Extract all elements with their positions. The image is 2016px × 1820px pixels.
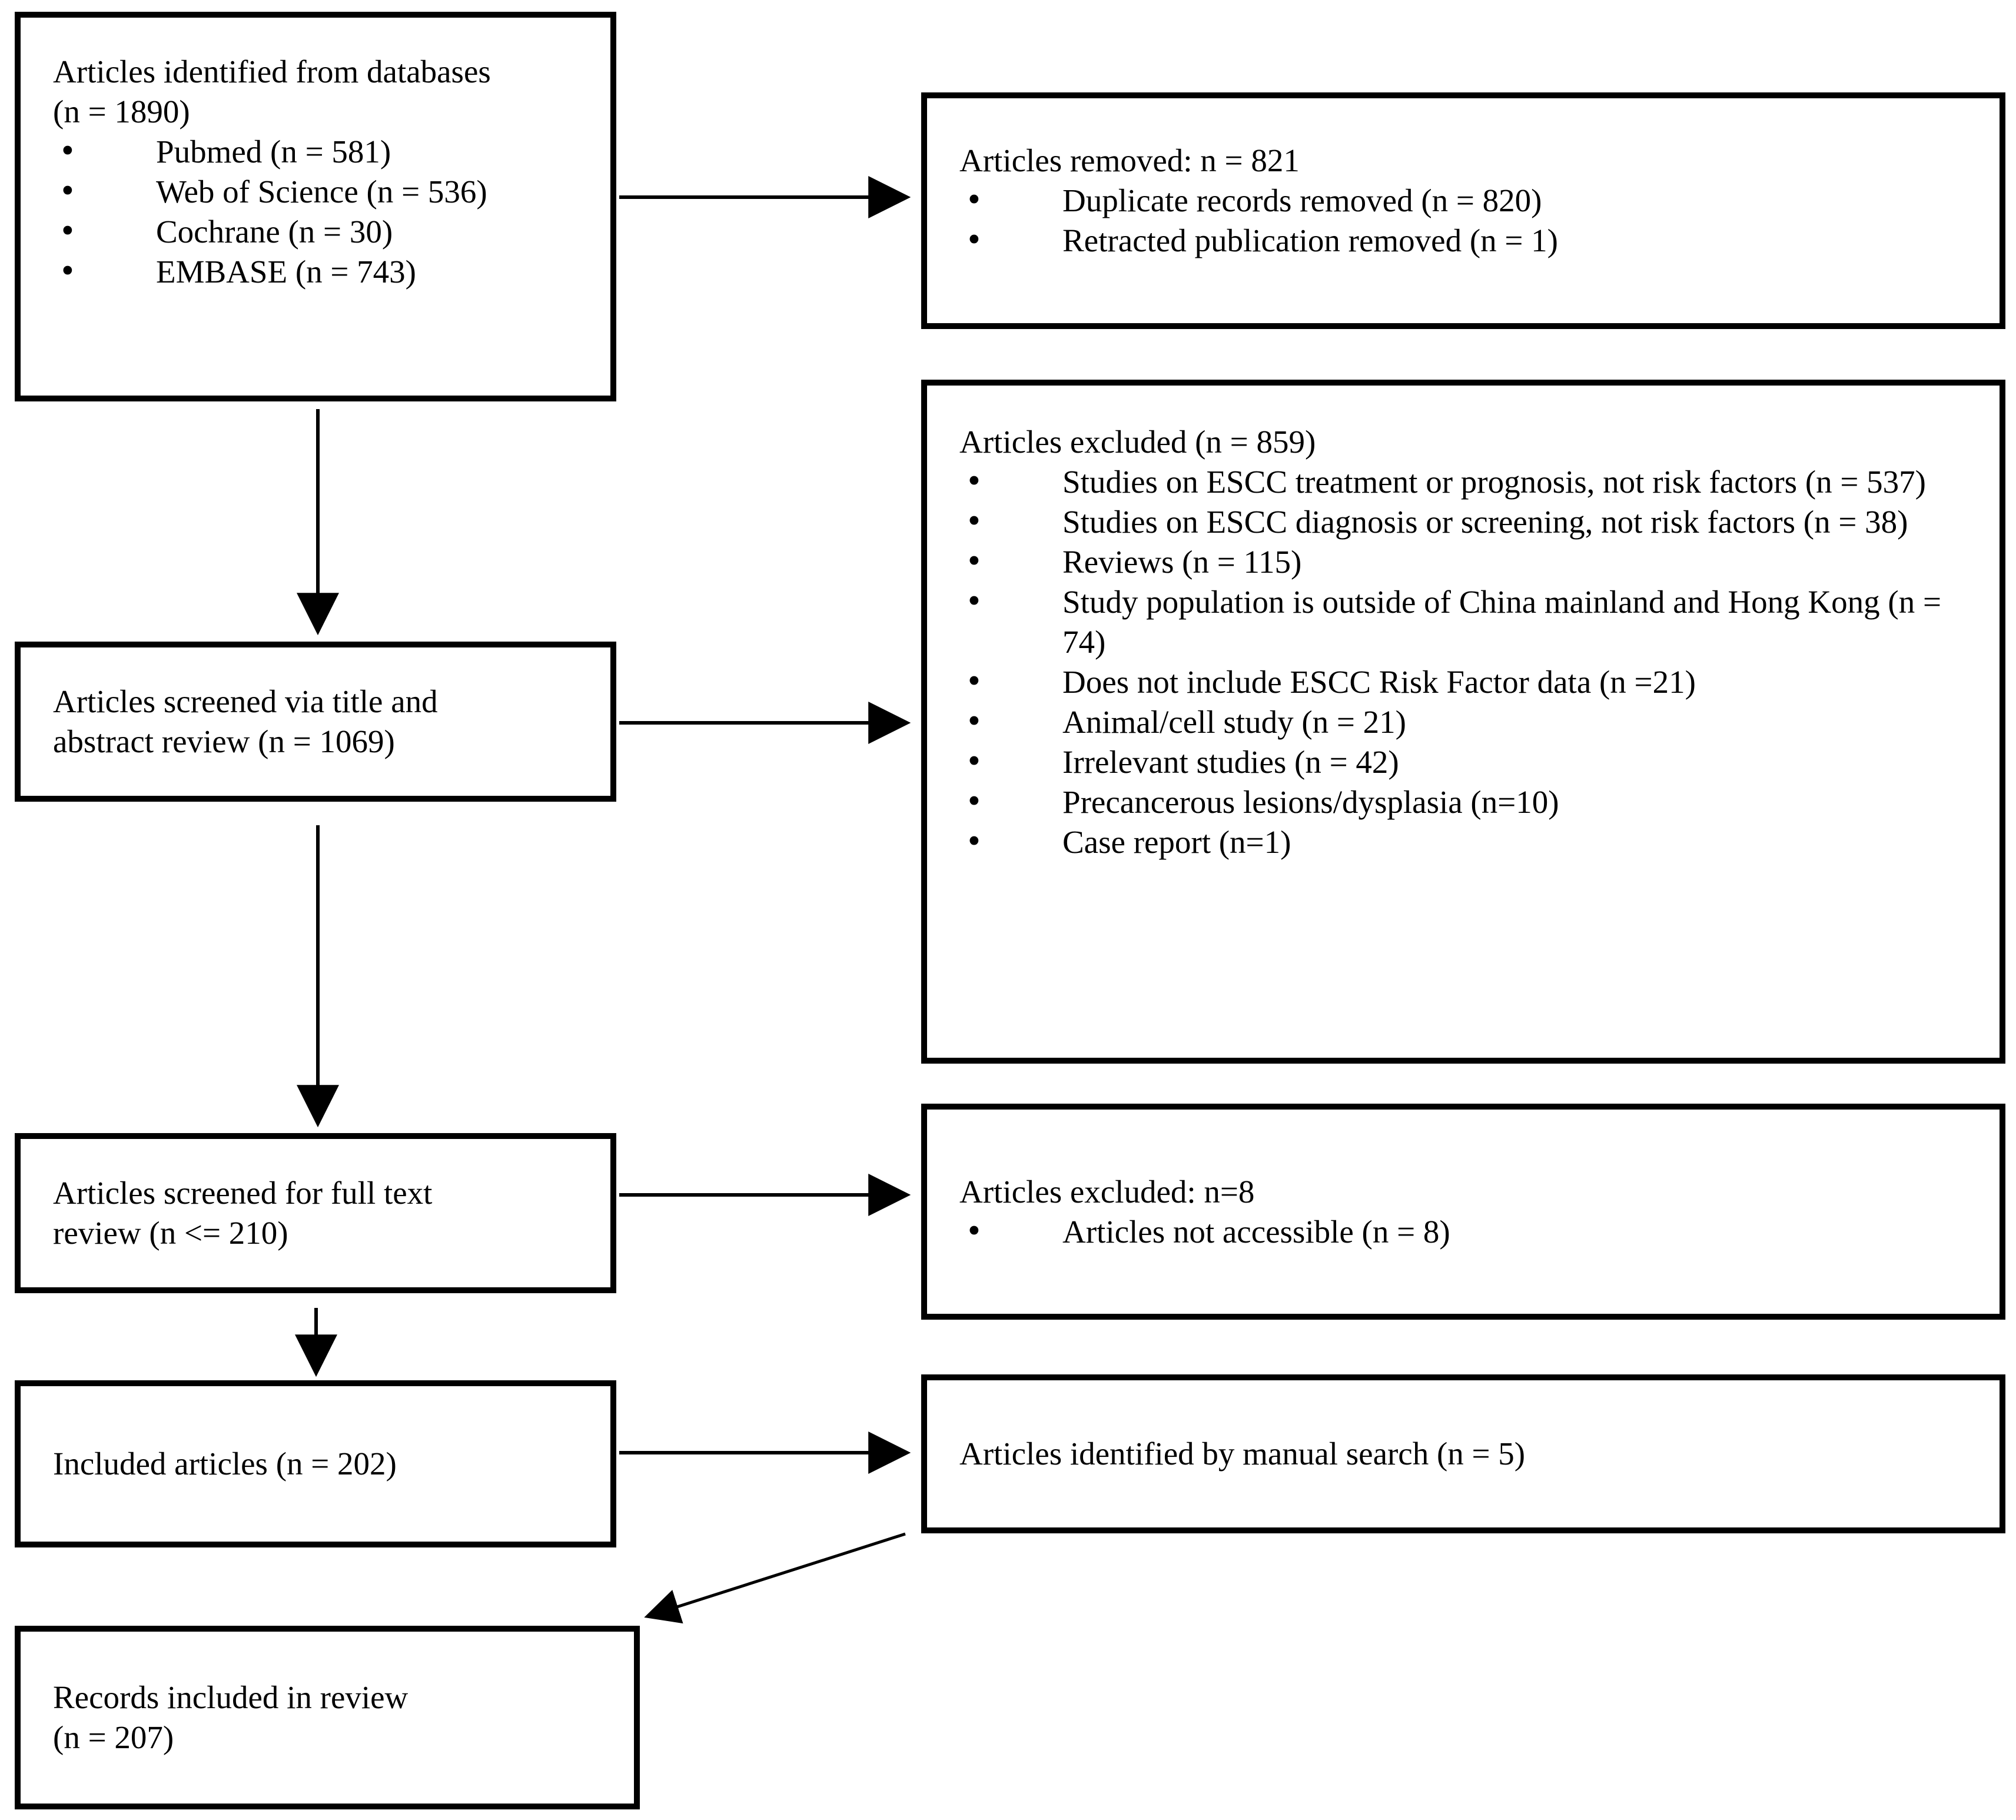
list-item: Precancerous lesions/dysplasia (n=10) [959, 781, 1964, 822]
box-records-in-review: Records included in review (n = 207) [15, 1626, 640, 1809]
removed-list: Duplicate records removed (n = 820) Retr… [959, 180, 1964, 261]
box-title: Articles identified from databases [53, 54, 491, 89]
list-item: Studies on ESCC treatment or prognosis, … [959, 461, 1964, 502]
list-item: Web of Science (n = 536) [53, 171, 593, 212]
box-title: Articles removed: n = 821 [959, 142, 1300, 178]
list-item: Irrelevant studies (n = 42) [959, 741, 1964, 782]
box-screened-fulltext: Articles screened for full text review (… [15, 1133, 616, 1293]
box-title: Articles screened for full text [53, 1175, 433, 1211]
box-manual-search: Articles identified by manual search (n … [921, 1374, 2005, 1533]
box-title-count: (n = 1890) [53, 94, 190, 129]
box-screened-title-abstract: Articles screened via title and abstract… [15, 642, 616, 802]
box-title-count: (n = 207) [53, 1719, 174, 1755]
list-item: Cochrane (n = 30) [53, 211, 593, 252]
box-title: Articles screened via title and [53, 683, 438, 719]
list-item: Duplicate records removed (n = 820) [959, 180, 1964, 221]
box-title: Articles excluded (n = 859) [959, 424, 1316, 460]
list-item: Study population is outside of China mai… [959, 581, 1964, 662]
box-articles-identified: Articles identified from databases (n = … [15, 12, 616, 401]
box-title-count: review (n <= 210) [53, 1215, 288, 1251]
box-title: Articles excluded: n=8 [959, 1173, 1255, 1210]
exclusion-reason-list: Studies on ESCC treatment or prognosis, … [959, 461, 1964, 862]
list-item: Case report (n=1) [959, 821, 1964, 862]
box-articles-removed: Articles removed: n = 821 Duplicate reco… [921, 92, 2005, 329]
box-title: Articles identified by manual search (n … [959, 1436, 1526, 1472]
box-title: Records included in review [53, 1679, 408, 1715]
list-item: Studies on ESCC diagnosis or screening, … [959, 501, 1964, 542]
list-item: Retracted publication removed (n = 1) [959, 220, 1964, 261]
box-title-count: abstract review (n = 1069) [53, 723, 395, 759]
list-item: Reviews (n = 115) [959, 541, 1964, 582]
list-item: Articles not accessible (n = 8) [959, 1211, 1964, 1252]
database-list: Pubmed (n = 581) Web of Science (n = 536… [53, 131, 593, 292]
list-item: Animal/cell study (n = 21) [959, 701, 1964, 742]
list-item: EMBASE (n = 743) [53, 251, 593, 292]
box-title: Included articles (n = 202) [53, 1446, 397, 1482]
box-included-articles: Included articles (n = 202) [15, 1380, 616, 1547]
not-accessible-list: Articles not accessible (n = 8) [959, 1211, 1964, 1252]
list-item: Does not include ESCC Risk Factor data (… [959, 661, 1964, 702]
list-item: Pubmed (n = 581) [53, 131, 593, 172]
box-articles-excluded-fulltext: Articles excluded: n=8 Articles not acce… [921, 1104, 2005, 1320]
arrow-manual-to-records [644, 1532, 906, 1624]
box-articles-excluded-screening: Articles excluded (n = 859) Studies on E… [921, 380, 2005, 1064]
